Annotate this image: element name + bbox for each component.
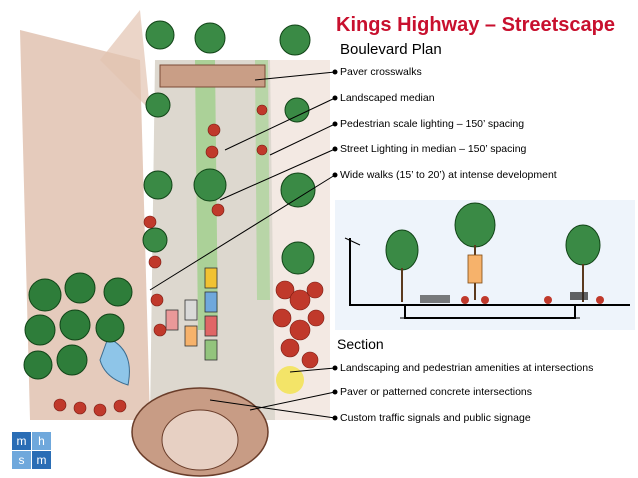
section-drawing	[335, 200, 635, 330]
logo-letter: m	[32, 451, 51, 469]
page-subtitle: Boulevard Plan	[340, 41, 442, 58]
callout-dots	[332, 69, 338, 421]
parked-cars	[165, 267, 218, 361]
paver-crosswalk-north	[159, 64, 266, 88]
west-trees	[23, 272, 133, 380]
street-trees	[142, 20, 316, 275]
callout-pedestrian-lighting: Pedestrian scale lighting – 150’ spacing	[340, 118, 525, 130]
callout-leaders	[149, 71, 336, 419]
red-flowering-shrubs	[53, 104, 325, 417]
logo-letter: h	[32, 432, 51, 450]
callout-landscaping-intersections: Landscaping and pedestrian amenities at …	[340, 362, 594, 374]
logo-letter: s	[12, 451, 31, 469]
intersection-roundabout	[131, 387, 269, 477]
section-heading: Section	[337, 336, 384, 352]
callout-landscaped-median: Landscaped median	[340, 92, 435, 104]
logo-letter: m	[12, 432, 31, 450]
water-feature	[99, 337, 130, 386]
callout-paver-crosswalks: Paver crosswalks	[340, 66, 422, 78]
page-title: Kings Highway – Streetscape	[336, 14, 615, 36]
callout-wide-walks: Wide walks (15’ to 20’) at intense devel…	[340, 169, 557, 181]
median-strip-east	[255, 60, 270, 300]
mhsm-logo: m h s m	[12, 432, 52, 470]
callout-traffic-signals: Custom traffic signals and public signag…	[340, 412, 531, 424]
callout-street-lighting: Street Lighting in median – 150’ spacing	[340, 143, 527, 155]
yellow-planting	[276, 366, 304, 394]
callout-paver-intersections: Paver or patterned concrete intersection…	[340, 386, 533, 398]
